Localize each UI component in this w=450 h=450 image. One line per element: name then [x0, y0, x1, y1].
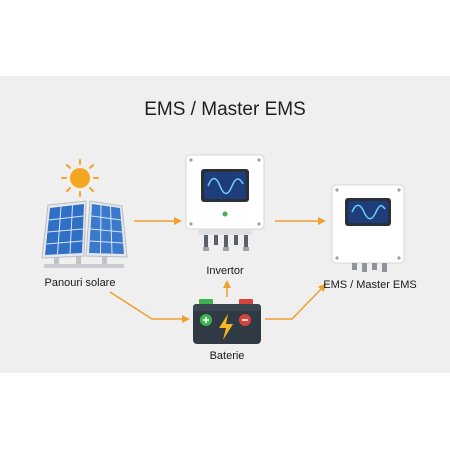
- arrow-battery-to-ems: [265, 283, 327, 320]
- sun-icon: [61, 159, 99, 197]
- ems-label: EMS / Master EMS: [323, 279, 417, 291]
- inverter-icon: [185, 154, 265, 251]
- bolt-icon: [219, 314, 233, 340]
- inverter-label: Invertor: [206, 265, 244, 277]
- solar-panel-icon: [41, 200, 128, 268]
- solar-label: Panouri solare: [44, 277, 116, 289]
- battery-icon: [193, 299, 261, 344]
- arrow-solar-to-battery: [109, 291, 190, 323]
- ems-controller-icon: [331, 184, 405, 272]
- diagram-title: EMS / Master EMS: [144, 99, 306, 120]
- battery-label: Baterie: [209, 350, 245, 362]
